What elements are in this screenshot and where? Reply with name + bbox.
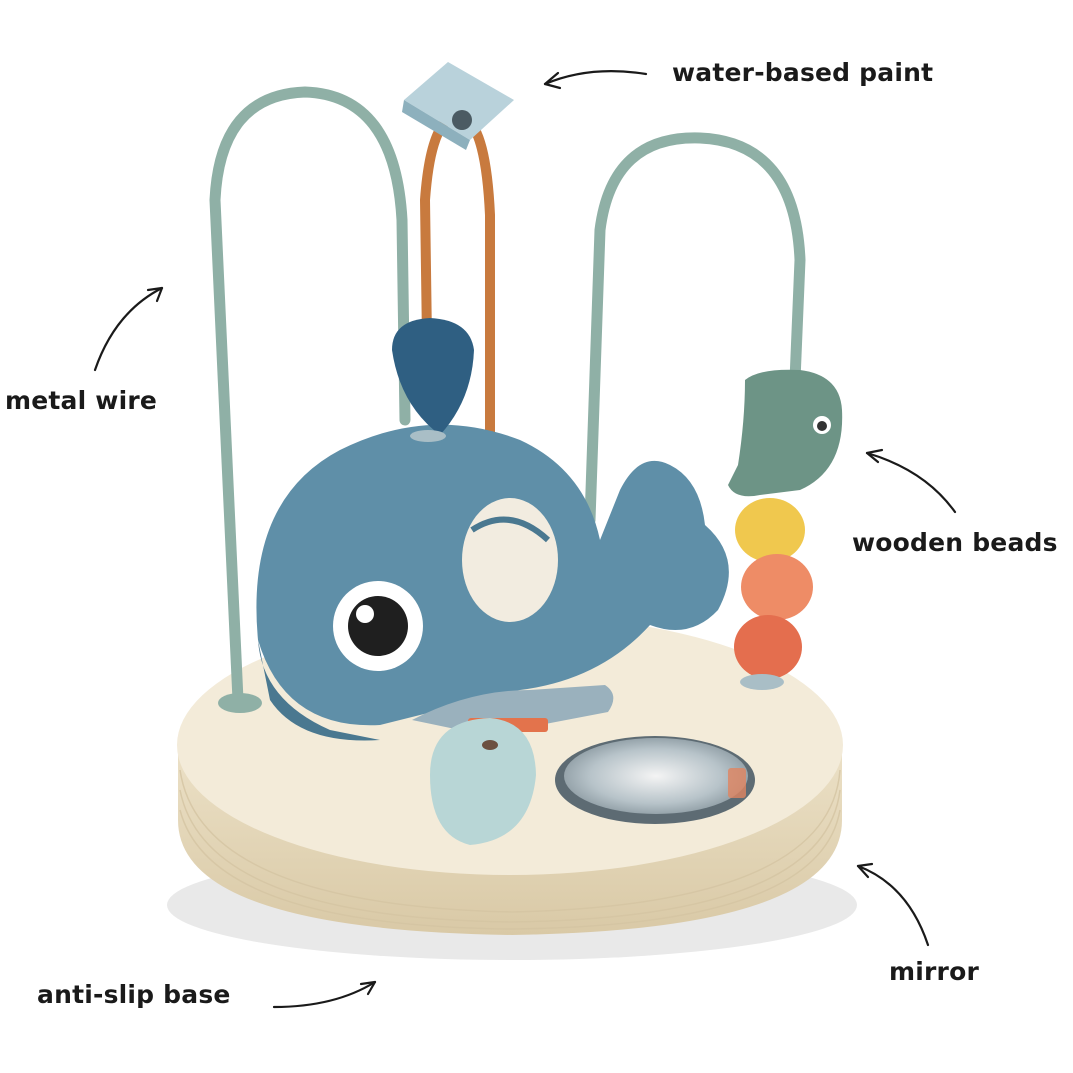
label-metal-wire: metal wire (5, 386, 158, 415)
label-wooden-beads: wooden beads (852, 528, 1058, 557)
mirror (555, 736, 755, 824)
pale-bead (430, 718, 536, 845)
navy-bead (392, 318, 474, 442)
arrow-paint (543, 70, 648, 90)
arrow-beads (865, 448, 957, 514)
label-anti-slip-base: anti-slip base (37, 980, 231, 1009)
arrow-wire (93, 286, 164, 372)
arrow-mirror (856, 862, 930, 947)
label-mirror: mirror (889, 957, 979, 986)
arrow-base (272, 980, 377, 1009)
whale (256, 424, 729, 741)
square-bead (402, 62, 514, 150)
wooden-beads (728, 369, 843, 690)
fabric-tag (412, 685, 614, 730)
label-water-based-paint: water-based paint (672, 58, 934, 87)
